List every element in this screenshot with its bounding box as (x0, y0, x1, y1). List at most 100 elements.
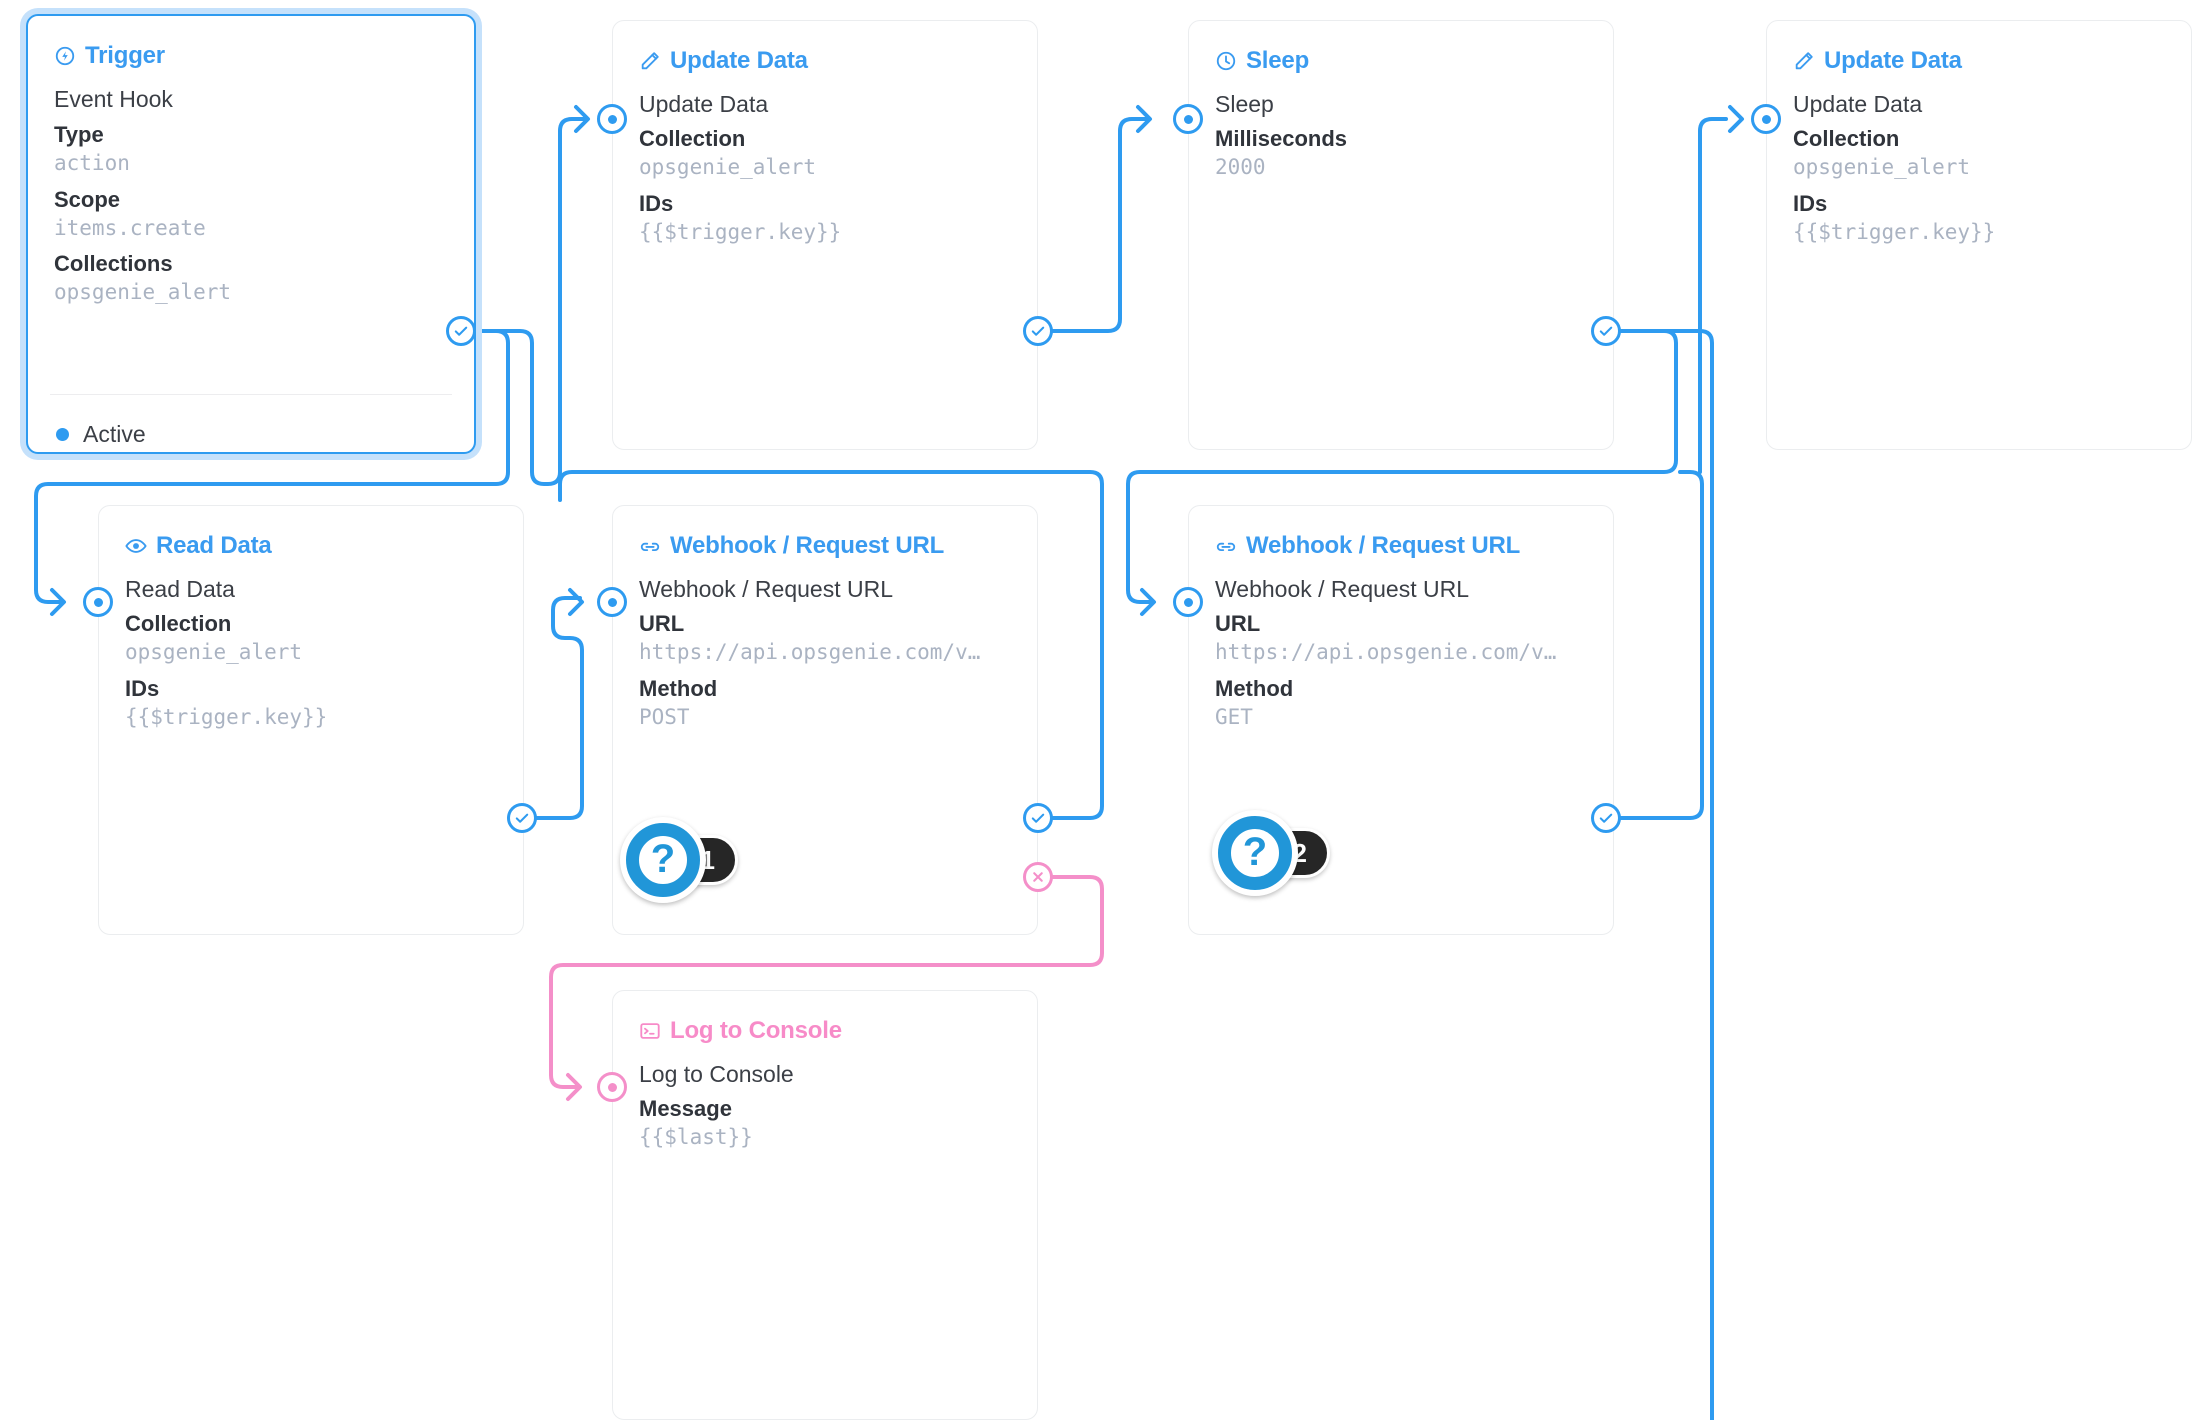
port-dot-icon (607, 1082, 617, 1092)
field-label-type: Type (54, 122, 104, 148)
port-read-data-input[interactable] (83, 587, 113, 617)
field-value-url: https://api.opsgenie.com/v… (639, 640, 981, 665)
node-webhook-post-header: Webhook / Request URL (613, 506, 1037, 560)
port-update-data-2-input[interactable] (1751, 104, 1781, 134)
arrowhead-webhook-post (568, 588, 584, 616)
port-webhook-get-input[interactable] (1173, 587, 1203, 617)
pencil-icon (1793, 50, 1815, 72)
node-sleep[interactable]: Sleep Sleep Milliseconds 2000 (1188, 20, 1614, 450)
hint-badge-2-symbol: ? (1242, 830, 1268, 874)
wire-into-update-data-2 (1698, 117, 1728, 474)
field-label-ids: IDs (125, 675, 160, 701)
node-update-data-1-title: Update Data (670, 47, 808, 74)
node-webhook-post-body: Webhook / Request URL URL https://api.op… (613, 560, 1037, 730)
field-label-ids: IDs (639, 190, 674, 216)
field-label-message: Message (639, 1096, 732, 1122)
node-update-data-1[interactable]: Update Data Update Data Collection opsge… (612, 20, 1038, 450)
node-read-data-body: Read Data Collection opsgenie_alert IDs … (99, 560, 523, 730)
node-trigger[interactable]: Trigger Event Hook Type action Scope ite… (26, 14, 476, 454)
field-label-milliseconds: Milliseconds (1215, 126, 1348, 152)
port-log-to-console-input[interactable] (597, 1072, 627, 1102)
arrowhead-update-data-1 (574, 105, 590, 133)
node-update-data-2-title: Update Data (1824, 47, 1962, 74)
field-label-method: Method (639, 675, 718, 701)
node-log-to-console-title: Log to Console (670, 1017, 842, 1044)
port-read-data-resolve[interactable] (507, 803, 537, 833)
field-label-url: URL (1215, 611, 1261, 637)
field-label-url: URL (639, 611, 685, 637)
node-update-data-2-body: Update Data Collection opsgenie_alert ID… (1767, 75, 2191, 245)
field-label-ids: IDs (1793, 190, 1828, 216)
node-read-data[interactable]: Read Data Read Data Collection opsgenie_… (98, 505, 524, 935)
status-label: Active (83, 421, 146, 447)
trigger-bolt-icon (54, 45, 76, 67)
node-update-data-2-op: Update Data (1793, 91, 1923, 117)
wire-webhook-post-reject-to-log (549, 875, 1104, 1089)
node-webhook-get-header: Webhook / Request URL (1189, 506, 1613, 560)
field-label-collection: Collection (639, 126, 746, 152)
node-trigger-op: Event Hook (54, 86, 173, 112)
question-mark-icon[interactable]: ? (1212, 810, 1298, 896)
field-value-milliseconds: 2000 (1215, 155, 1266, 180)
node-webhook-get-op: Webhook / Request URL (1215, 576, 1469, 602)
port-webhook-post-reject[interactable] (1023, 862, 1053, 892)
node-sleep-body: Sleep Milliseconds 2000 (1189, 75, 1613, 181)
status-dot-icon (56, 428, 69, 441)
node-read-data-op: Read Data (125, 576, 235, 602)
port-dot-icon (607, 597, 617, 607)
port-dot-icon (1183, 597, 1193, 607)
arrowhead-update-data-2 (1728, 105, 1744, 133)
port-webhook-post-input[interactable] (597, 587, 627, 617)
field-value-method: POST (639, 704, 690, 729)
field-value-ids: {{$trigger.key}} (125, 704, 328, 729)
node-trigger-title: Trigger (85, 42, 165, 69)
eye-icon (125, 535, 147, 557)
node-trigger-body: Event Hook Type action Scope items.creat… (28, 70, 474, 305)
port-dot-icon (93, 597, 103, 607)
field-label-method: Method (1215, 675, 1294, 701)
port-webhook-get-resolve[interactable] (1591, 803, 1621, 833)
hint-badge-1[interactable]: 1 ? (620, 817, 738, 903)
hint-badge-2[interactable]: 2 ? (1212, 810, 1330, 896)
node-read-data-title: Read Data (156, 532, 272, 559)
node-update-data-2[interactable]: Update Data Update Data Collection opsge… (1766, 20, 2192, 450)
node-log-to-console-op: Log to Console (639, 1061, 794, 1087)
wire-read-data-to-webhook-post (534, 596, 584, 820)
field-value-ids: {{$trigger.key}} (639, 219, 842, 244)
field-label-collection: Collection (125, 611, 232, 637)
node-log-to-console-body: Log to Console Message {{$last}} (613, 1045, 1037, 1151)
arrowhead-log-to-console (566, 1073, 582, 1101)
node-log-to-console[interactable]: Log to Console Log to Console Message {{… (612, 990, 1038, 1420)
arrowhead-read-data (50, 588, 66, 616)
port-dot-icon (607, 114, 617, 124)
arrowhead-webhook-get (1140, 588, 1156, 616)
node-webhook-post-title: Webhook / Request URL (670, 532, 945, 559)
clock-icon (1215, 50, 1237, 72)
port-dot-icon (1761, 114, 1771, 124)
port-update-data-1-input[interactable] (597, 104, 627, 134)
port-sleep-resolve[interactable] (1591, 316, 1621, 346)
node-trigger-header: Trigger (28, 16, 474, 70)
node-webhook-get-body: Webhook / Request URL URL https://api.op… (1189, 560, 1613, 730)
node-read-data-header: Read Data (99, 506, 523, 560)
field-label-collections: Collections (54, 250, 173, 276)
port-trigger-resolve[interactable] (446, 316, 476, 346)
port-update-data-1-resolve[interactable] (1023, 316, 1053, 346)
port-sleep-input[interactable] (1173, 104, 1203, 134)
field-value-ids: {{$trigger.key}} (1793, 219, 1996, 244)
question-mark-icon[interactable]: ? (620, 817, 706, 903)
port-dot-icon (1183, 114, 1193, 124)
port-webhook-post-resolve[interactable] (1023, 803, 1053, 833)
pencil-icon (639, 50, 661, 72)
field-value-scope: items.create (54, 215, 206, 240)
link-icon (1215, 535, 1237, 557)
field-value-collections: opsgenie_alert (54, 279, 232, 304)
wire-webhook-post-resolve (558, 470, 1104, 820)
node-log-to-console-header: Log to Console (613, 991, 1037, 1045)
status-badge: Active (56, 421, 146, 448)
wire-webhook-get-resolve (1618, 470, 1704, 820)
field-value-url: https://api.opsgenie.com/v… (1215, 640, 1557, 665)
node-update-data-2-header: Update Data (1767, 21, 2191, 75)
